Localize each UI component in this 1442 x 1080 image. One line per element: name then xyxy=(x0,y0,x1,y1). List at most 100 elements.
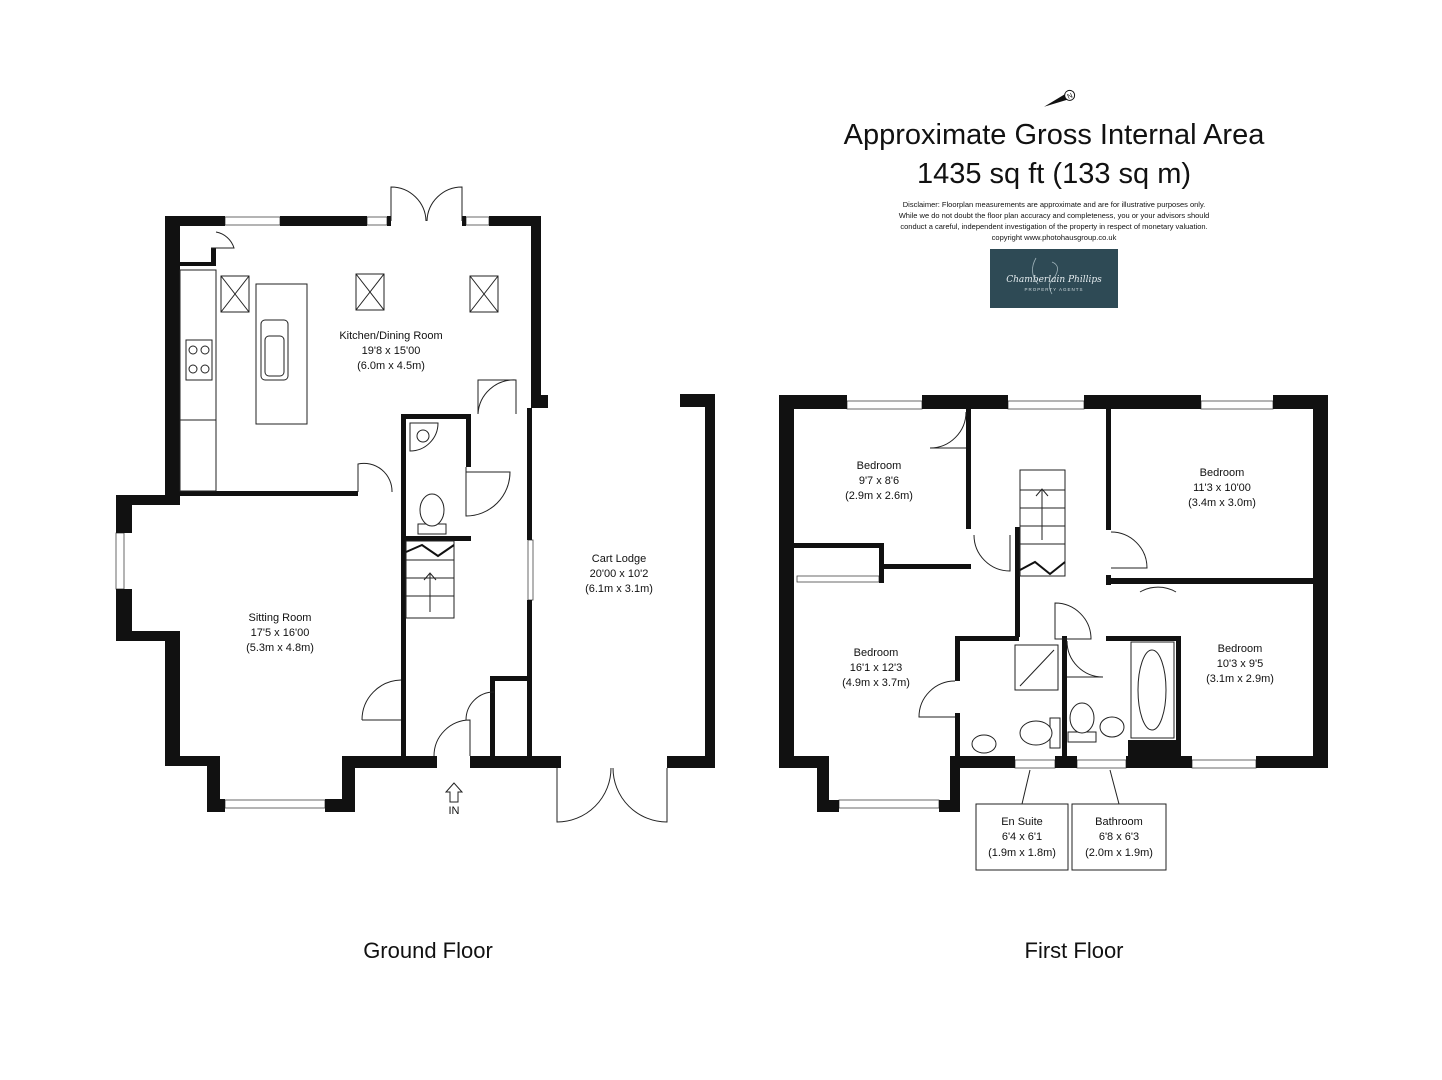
window xyxy=(1007,400,1085,410)
room-name: Bedroom xyxy=(854,647,899,659)
room-size-metric: (6.0m x 4.5m) xyxy=(357,360,425,372)
room-size-imperial: 9'7 x 8'6 xyxy=(859,475,899,487)
shower-icon xyxy=(1014,644,1059,691)
callout-box-bathroom xyxy=(1071,803,1167,871)
wall xyxy=(280,216,367,226)
basin-bowl-icon xyxy=(416,429,430,443)
disclaimer-line-2: While we do not doubt the floor plan acc… xyxy=(899,211,1210,220)
wall xyxy=(879,564,971,569)
room-size-metric: (2.9m x 2.6m) xyxy=(845,490,913,502)
room-name: Bedroom xyxy=(1200,467,1245,479)
agent-logo: Chamberlain Phillips PROPERTY AGENTS xyxy=(990,249,1118,308)
wall xyxy=(342,756,437,768)
window xyxy=(366,216,388,226)
callout-size-imperial: 6'4 x 6'1 xyxy=(1002,831,1042,843)
toilet-icon xyxy=(417,493,447,535)
wall xyxy=(1176,636,1181,758)
wall xyxy=(1313,395,1328,768)
floor-label: First Floor xyxy=(1025,938,1124,963)
wall xyxy=(1084,395,1201,409)
wall xyxy=(180,491,358,496)
logo-script-text: Chamberlain Phillips xyxy=(1006,275,1102,285)
cart-lodge-doors-icon xyxy=(556,767,668,823)
wall xyxy=(531,216,541,408)
wall xyxy=(955,713,960,758)
wall xyxy=(207,756,220,812)
door-swing-icon xyxy=(465,467,511,517)
wall xyxy=(1062,636,1067,758)
window xyxy=(1200,400,1274,410)
basin-icon xyxy=(1099,716,1125,738)
door-swing-icon xyxy=(918,680,956,718)
logo-monogram-icon xyxy=(1032,257,1058,295)
compass-letter: N xyxy=(1067,93,1074,101)
window xyxy=(224,799,326,809)
wall xyxy=(489,216,541,226)
window xyxy=(115,532,125,590)
window xyxy=(465,216,490,226)
door-swing-icon xyxy=(1110,531,1148,569)
wall xyxy=(531,395,548,408)
window xyxy=(1191,759,1257,769)
wall xyxy=(966,409,971,529)
wall xyxy=(401,414,471,419)
wall xyxy=(165,216,180,504)
callout-box-en-suite xyxy=(975,803,1069,871)
room-size-metric: (4.9m x 3.7m) xyxy=(842,677,910,689)
hob-ring-icon xyxy=(200,345,210,355)
sink-icon xyxy=(260,319,289,381)
hob-ring-icon xyxy=(188,364,198,374)
door-swing-icon xyxy=(477,379,517,415)
wall xyxy=(207,799,225,812)
door-swing-icon xyxy=(1139,586,1177,593)
wall xyxy=(879,543,884,583)
basin-icon xyxy=(971,734,997,754)
callout-size-metric: (1.9m x 1.8m) xyxy=(988,847,1056,859)
hob-ring-icon xyxy=(200,364,210,374)
wall xyxy=(779,395,794,768)
wall xyxy=(1256,756,1328,768)
wall xyxy=(922,395,1008,409)
window xyxy=(1076,759,1127,769)
room-size-imperial: 19'8 x 15'00 xyxy=(362,345,421,357)
wall xyxy=(527,408,532,540)
door-swing-icon xyxy=(361,679,402,721)
callout-size-imperial: 6'8 x 6'3 xyxy=(1099,831,1139,843)
wall xyxy=(667,756,715,768)
wall xyxy=(955,636,960,681)
toilet-icon xyxy=(1019,717,1061,749)
basin-icon xyxy=(409,422,439,452)
wall xyxy=(116,495,132,533)
wall xyxy=(950,756,960,812)
room-size-metric: (5.3m x 4.8m) xyxy=(246,642,314,654)
ground-floor-plan: IN Kitchen/Dining Room 19'8 x 15'00 (6.0… xyxy=(115,186,715,963)
area-title: Approximate Gross Internal Area xyxy=(844,119,1266,151)
disclaimer-line-3: conduct a careful, independent investiga… xyxy=(900,222,1207,231)
room-size-metric: (3.1m x 2.9m) xyxy=(1206,673,1274,685)
skylight-icon xyxy=(355,273,385,311)
room-name: Bedroom xyxy=(857,460,902,472)
door-swing-icon xyxy=(465,691,495,721)
skylight-icon xyxy=(469,275,499,313)
area-value: 1435 sq ft (133 sq m) xyxy=(917,158,1191,190)
wall xyxy=(165,631,180,766)
room-size-imperial: 17'5 x 16'00 xyxy=(251,627,310,639)
wall xyxy=(180,262,212,266)
window xyxy=(224,216,281,226)
room-name: Kitchen/Dining Room xyxy=(339,330,442,342)
wall xyxy=(165,756,220,766)
callout-leader xyxy=(1109,769,1120,805)
door-swing-icon xyxy=(929,411,967,449)
wall xyxy=(950,756,1015,768)
window xyxy=(1014,759,1056,769)
entrance-arrow-icon xyxy=(444,782,464,803)
room-name: Bedroom xyxy=(1218,643,1263,655)
french-doors-icon xyxy=(390,186,463,222)
disclaimer-line-4: copyright www.photohausgroup.co.uk xyxy=(992,233,1117,242)
staircase-icon xyxy=(1019,469,1066,577)
wall xyxy=(116,631,168,641)
kitchen-counter xyxy=(179,419,217,492)
wall xyxy=(779,756,829,768)
callout-size-metric: (2.0m x 1.9m) xyxy=(1085,847,1153,859)
callout-leader xyxy=(1021,769,1031,805)
